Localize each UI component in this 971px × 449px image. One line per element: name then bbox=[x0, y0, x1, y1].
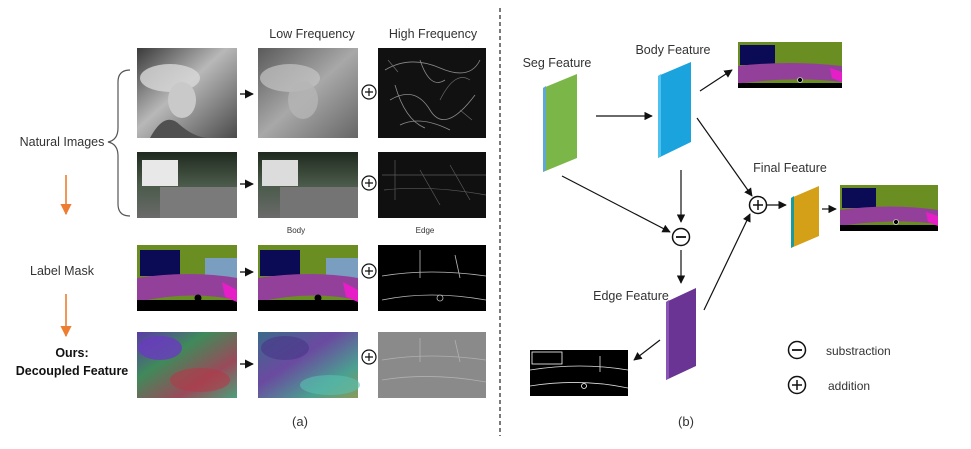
lena-high-frequency-image bbox=[378, 48, 486, 138]
plus-icon bbox=[361, 349, 377, 365]
arrow-body-add bbox=[696, 117, 753, 197]
edge-feature-label: Edge Feature bbox=[593, 289, 669, 303]
edge-feature-block bbox=[666, 288, 696, 380]
decoupled-feature-label: Decoupled Feature bbox=[16, 364, 129, 378]
street-low-frequency-image bbox=[258, 152, 358, 218]
col-low-header: Low Frequency bbox=[269, 27, 355, 41]
body-feature-block bbox=[658, 62, 691, 158]
caption-b: (b) bbox=[678, 414, 694, 429]
final-feature-label: Final Feature bbox=[753, 161, 827, 175]
caption-a: (a) bbox=[292, 414, 308, 429]
edge-output-image bbox=[529, 350, 629, 396]
legend-addition-label: addition bbox=[828, 379, 870, 393]
arrow-edge-output bbox=[633, 339, 661, 361]
label-mask-label: Label Mask bbox=[30, 264, 95, 278]
seg-feature-label: Seg Feature bbox=[523, 56, 592, 70]
body-feature-label: Body Feature bbox=[635, 43, 710, 57]
sub-body-label: Body bbox=[287, 226, 305, 235]
final-output-image bbox=[840, 185, 938, 231]
feature-body-image bbox=[258, 332, 360, 398]
lena-original-image bbox=[137, 48, 237, 138]
col-high-header: High Frequency bbox=[389, 27, 478, 41]
final-feature-block bbox=[791, 186, 819, 248]
plus-icon bbox=[361, 84, 377, 100]
plus-icon bbox=[361, 263, 377, 279]
sub-edge-label: Edge bbox=[416, 226, 435, 235]
arrow-seg-subtract bbox=[561, 175, 671, 233]
label-mask-image bbox=[137, 245, 237, 311]
add-node-icon bbox=[748, 195, 768, 215]
decoupled-feature-image bbox=[137, 332, 237, 398]
seg-feature-block bbox=[543, 74, 577, 172]
legend-subtract-icon bbox=[787, 340, 807, 360]
street-high-frequency-image bbox=[378, 152, 487, 218]
arrow-edge-add bbox=[703, 213, 751, 311]
feature-edge-image bbox=[378, 332, 487, 398]
street-original-image bbox=[137, 152, 237, 218]
plus-icon bbox=[361, 175, 377, 191]
legend-subtraction-label: substraction bbox=[826, 344, 891, 358]
ours-label: Ours: bbox=[55, 346, 88, 360]
subtract-node-icon bbox=[671, 227, 691, 247]
mask-body-image bbox=[258, 245, 358, 311]
arrow-body-output bbox=[699, 69, 733, 92]
mask-edge-image bbox=[378, 245, 487, 311]
natural-images-label: Natural Images bbox=[20, 135, 105, 149]
legend-add-icon bbox=[787, 375, 807, 395]
body-output-image bbox=[738, 42, 842, 88]
lena-low-frequency-image bbox=[258, 48, 358, 138]
natural-images-brace bbox=[107, 69, 131, 217]
